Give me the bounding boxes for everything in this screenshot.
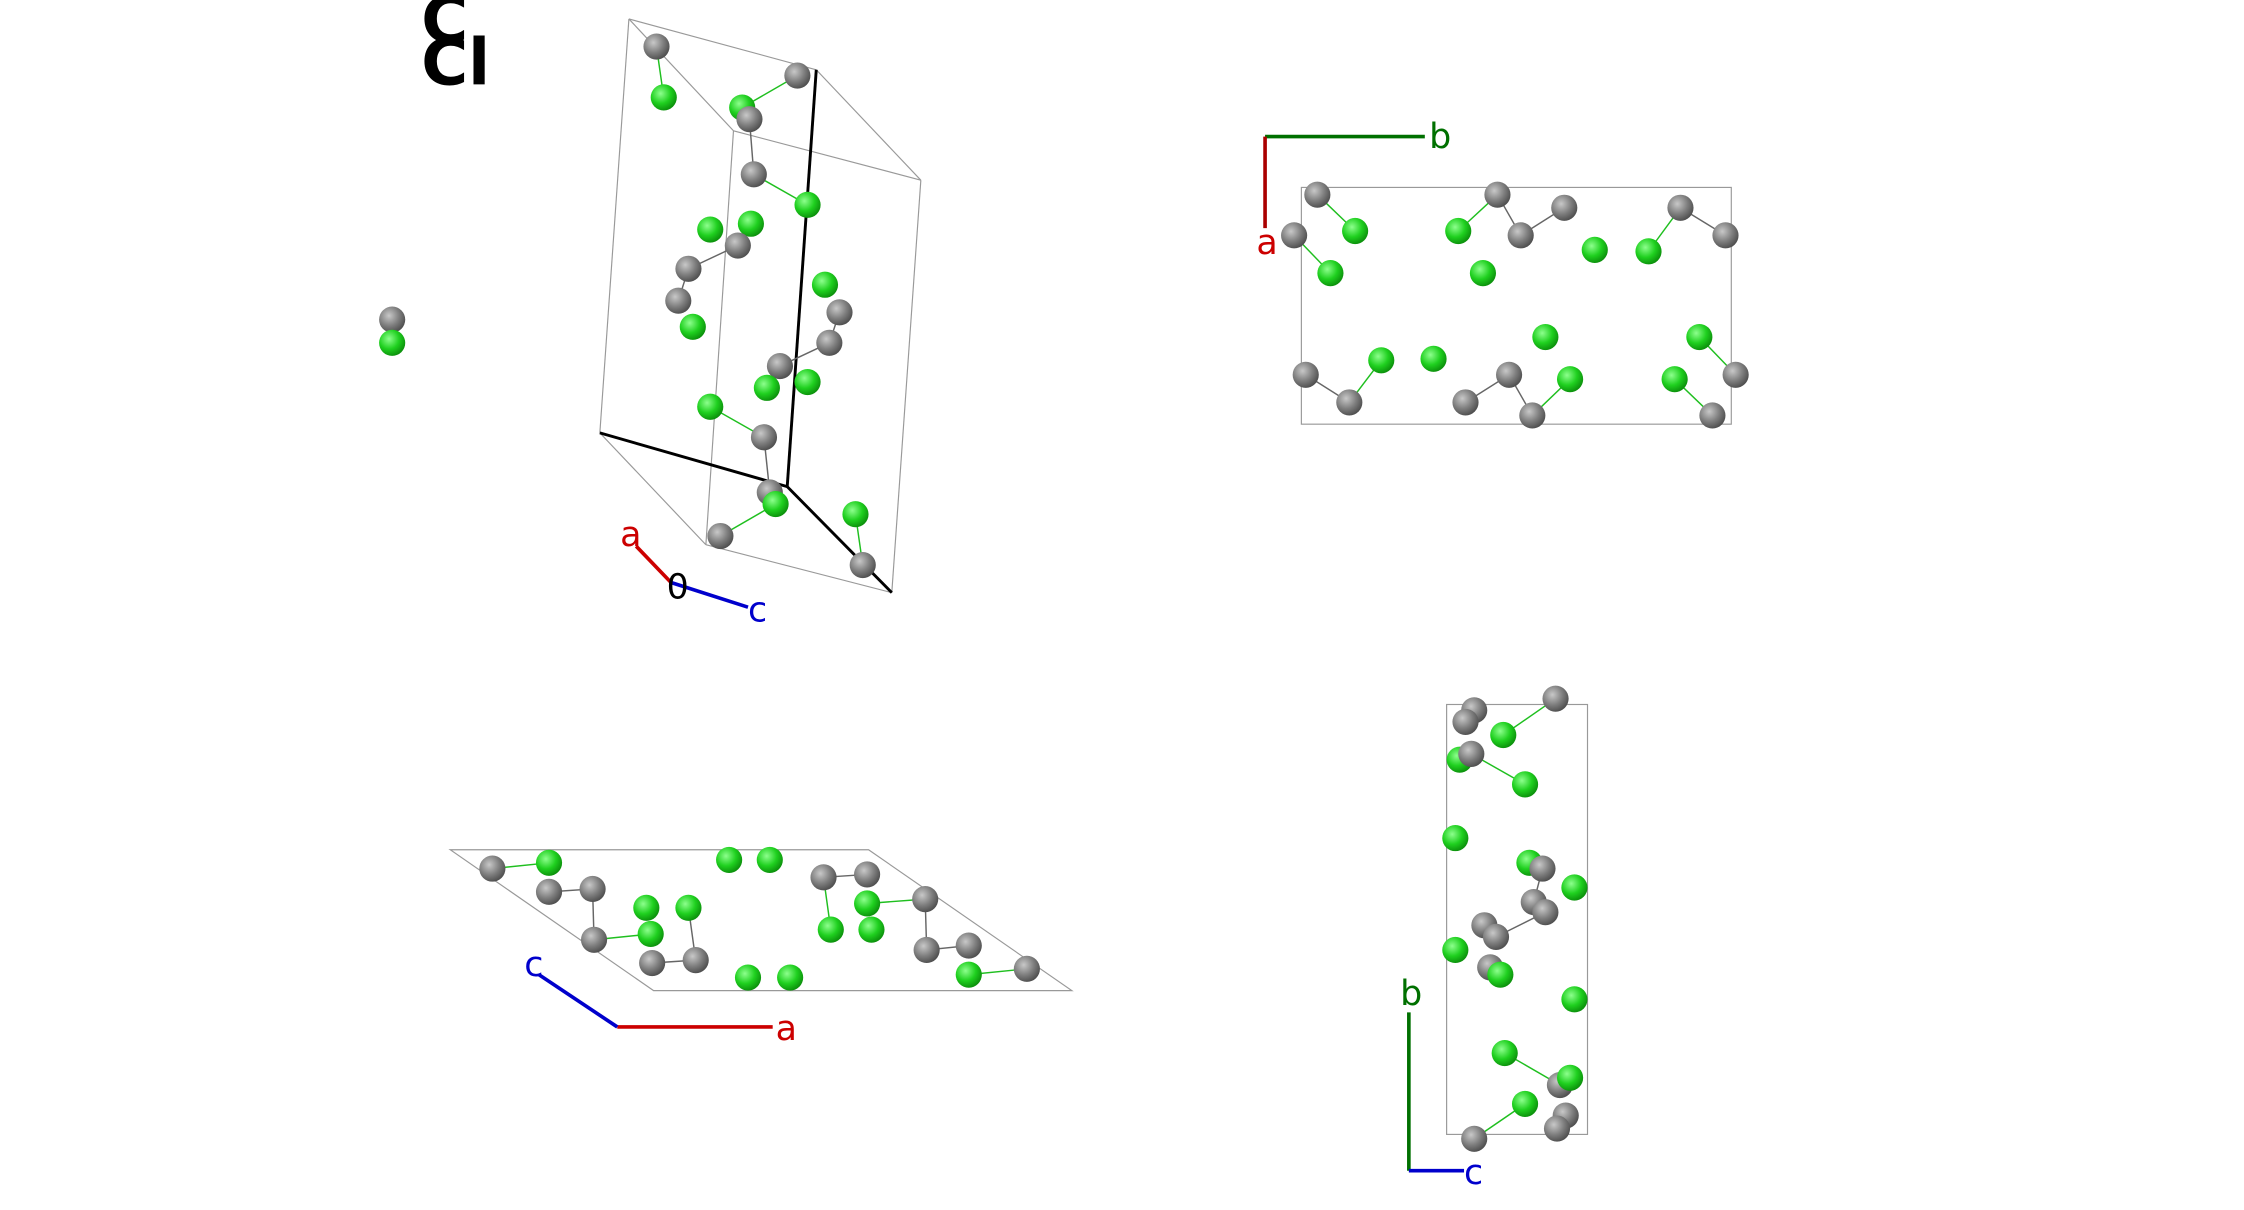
side-view-bc: b c xyxy=(1400,685,1589,1193)
axis-label-b: b xyxy=(1429,117,1451,157)
axis-label-a: a xyxy=(1256,223,1277,263)
axis-label-c: c xyxy=(1464,1153,1483,1193)
front-view-ac: a c xyxy=(448,846,1074,1049)
atoms xyxy=(1281,181,1749,429)
atoms xyxy=(479,846,1040,991)
cell-axes-bold xyxy=(599,69,893,594)
axis-label-origin: 0 xyxy=(667,567,689,607)
unit-cell-box xyxy=(599,18,922,594)
axis-indicator: a 0 c xyxy=(620,515,767,631)
axis-label-b: b xyxy=(1400,974,1422,1014)
bonds xyxy=(492,862,1027,976)
atoms xyxy=(1442,685,1588,1152)
legend-chlorine-label: Cl xyxy=(421,26,490,100)
atoms xyxy=(379,33,876,579)
axis-indicator: b c xyxy=(1400,974,1483,1193)
unit-cell-box xyxy=(1300,186,1732,425)
unit-cell-box xyxy=(1446,703,1589,1135)
axis-label-c: c xyxy=(748,591,767,631)
perspective-view: a 0 c xyxy=(379,18,922,631)
axis-label-c: c xyxy=(524,945,543,985)
element-legend: C Cl xyxy=(421,0,490,100)
axis-label-a: a xyxy=(620,515,641,555)
top-view-ab: b a xyxy=(1256,117,1749,429)
legend-carbon-label: C xyxy=(421,0,468,58)
axis-indicator: a c xyxy=(524,945,797,1049)
axis-label-a: a xyxy=(776,1009,797,1049)
axis-indicator: b a xyxy=(1256,117,1451,263)
